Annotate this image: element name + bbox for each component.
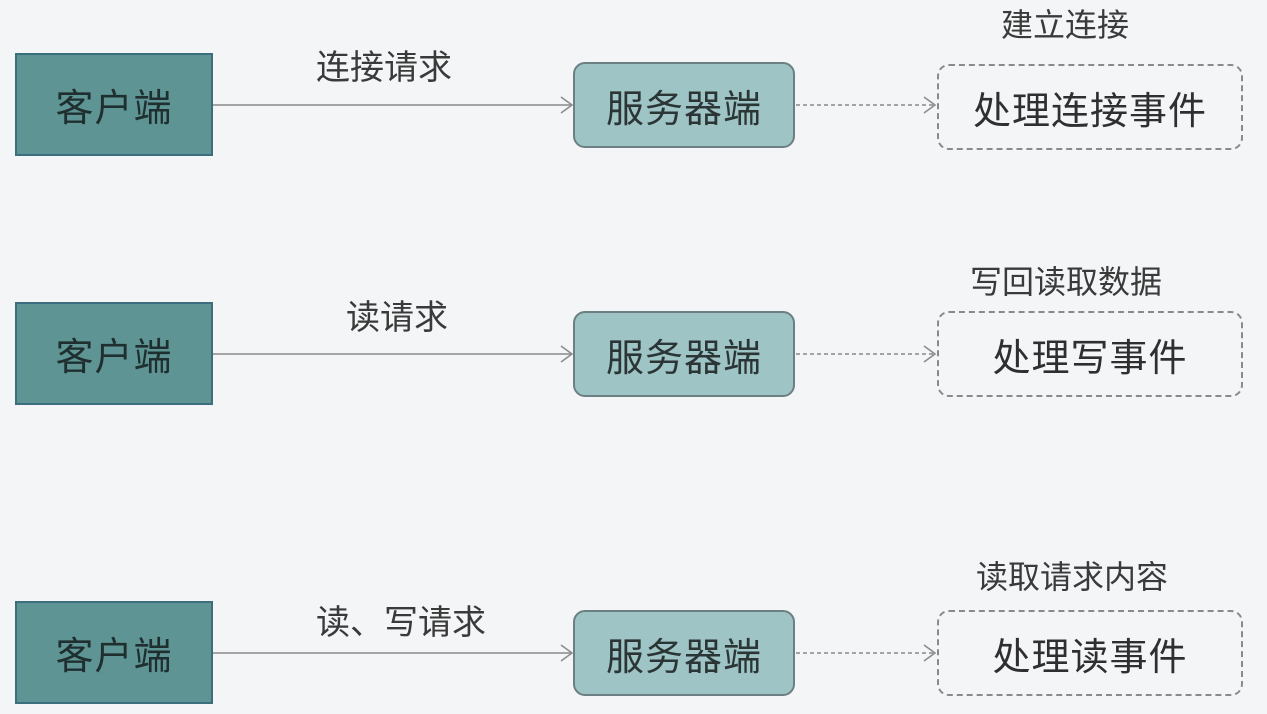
result-label-2: 写回读取数据 [970, 263, 1163, 301]
handler-box-1: 处理连接事件 [937, 64, 1243, 150]
dispatch-arrowhead-1 [923, 96, 937, 114]
client-box-2: 客户端 [15, 302, 213, 405]
dispatch-arrowhead-3 [923, 644, 937, 662]
dispatch-arrowhead-2 [923, 345, 937, 363]
server-box-1: 服务器端 [573, 62, 795, 148]
handler-box-3: 处理读事件 [937, 610, 1243, 696]
client-box-1: 客户端 [15, 53, 213, 156]
server-box-3: 服务器端 [573, 610, 795, 696]
request-label-3: 读、写请求 [316, 603, 486, 643]
handler-box-2: 处理写事件 [937, 311, 1243, 397]
request-label-1: 连接请求 [316, 48, 452, 88]
request-arrowhead-1 [560, 96, 574, 114]
request-label-2: 读请求 [346, 298, 448, 338]
request-arrowhead-2 [560, 345, 574, 363]
result-label-3: 读取请求内容 [976, 558, 1169, 596]
client-box-3: 客户端 [15, 601, 213, 704]
result-label-1: 建立连接 [1001, 6, 1130, 44]
server-box-2: 服务器端 [573, 311, 795, 397]
request-arrowhead-3 [560, 644, 574, 662]
